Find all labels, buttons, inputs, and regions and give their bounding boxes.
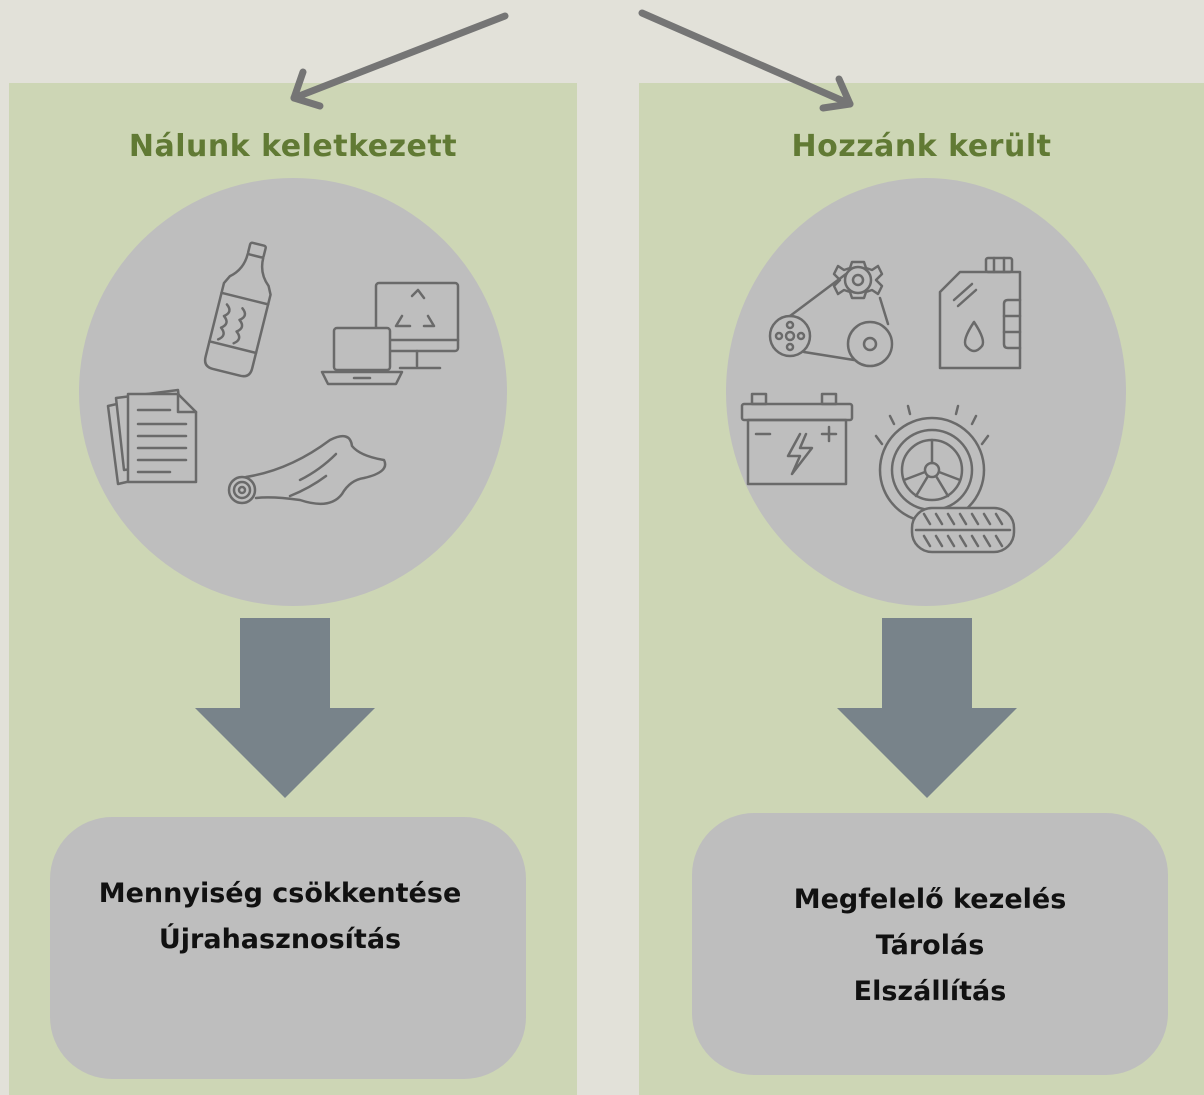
right-result-line: Elszállítás	[853, 976, 1007, 1007]
cloth-icon	[227, 434, 387, 506]
left-result-box	[50, 817, 526, 1079]
computer-recycle-icon	[320, 281, 460, 386]
oil-canister-icon	[938, 256, 1022, 370]
bottle-icon	[203, 241, 272, 378]
right-down-arrow	[837, 618, 1017, 798]
left-connector-arrow	[290, 12, 509, 110]
battery-icon	[740, 392, 854, 486]
right-result-text: Megfelelő kezelés Tárolás Elszállítás	[692, 877, 1168, 1015]
right-result-box	[692, 813, 1168, 1075]
left-down-arrow	[195, 618, 375, 798]
right-result-line: Megfelelő kezelés	[793, 884, 1067, 915]
right-connector-arrow	[638, 9, 854, 112]
left-result-line: Újrahasznosítás	[158, 924, 402, 955]
right-panel-title: Hozzánk került	[791, 129, 1052, 164]
left-result-line: Mennyiség csökkentése	[98, 878, 462, 909]
left-panel-title: Nálunk keletkezett	[128, 129, 458, 164]
belt-gear-icon	[768, 260, 894, 368]
left-result-text: Mennyiség csökkentése Újrahasznosítás	[50, 871, 510, 963]
right-result-line: Tárolás	[875, 930, 985, 961]
left-icon-circle	[79, 178, 507, 606]
tires-icon	[874, 404, 1016, 554]
documents-icon	[106, 388, 198, 486]
